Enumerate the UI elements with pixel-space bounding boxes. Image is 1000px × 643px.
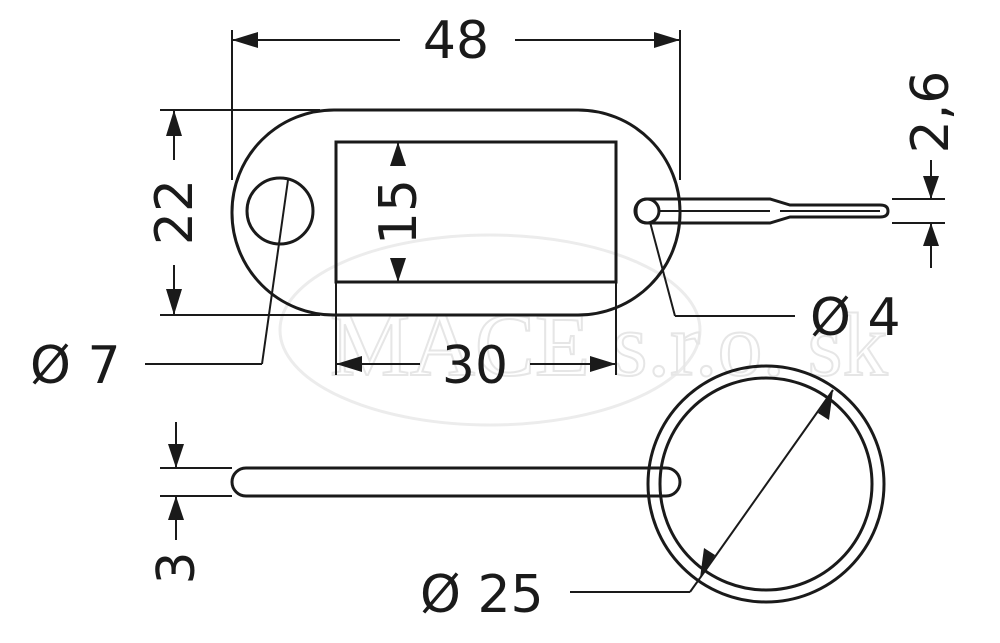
- arrow-head: [168, 444, 184, 468]
- tag-hole: [245, 176, 315, 246]
- arrow-head: [590, 356, 616, 372]
- ring-outer: [646, 364, 886, 604]
- key-tag: [230, 108, 682, 317]
- dim-label-d7: Ø 7: [30, 336, 121, 396]
- arrow-head: [166, 110, 182, 136]
- arrow-head: [166, 289, 182, 315]
- dim-window-width: 30: [335, 282, 617, 396]
- dim-window-height: 15: [369, 142, 429, 282]
- tag-outline: [230, 108, 682, 317]
- watermark: MACE s.r.o. sk: [278, 233, 889, 427]
- diameter-line: [699, 389, 834, 579]
- dim-label-15: 15: [369, 179, 429, 245]
- arrow-head: [818, 390, 833, 420]
- arrow-head: [923, 223, 939, 246]
- leader-line: [689, 577, 701, 593]
- arrow-head: [168, 496, 184, 520]
- dim-tag-height: 22: [145, 109, 320, 316]
- dim-ring-diameter: Ø 25: [420, 389, 834, 625]
- ring-inner: [658, 376, 874, 592]
- tag-window: [334, 140, 618, 284]
- dim-label-2-6: 2,6: [901, 71, 961, 154]
- dim-label-d4: Ø 4: [810, 288, 901, 348]
- arrow-head: [232, 32, 258, 48]
- arrow-head: [390, 142, 406, 166]
- clip-body: [634, 197, 890, 225]
- watermark-text: MACE s.r.o. sk: [330, 296, 888, 395]
- leader-line: [649, 221, 676, 317]
- leader-line: [261, 179, 289, 365]
- dim-label-30: 30: [442, 336, 508, 396]
- arrow-head: [336, 356, 362, 372]
- dim-ring-wire-thickness: 3: [147, 422, 232, 585]
- dim-label-3: 3: [147, 551, 207, 584]
- dim-label-d25: Ø 25: [420, 565, 544, 625]
- dim-overall-length: 48: [231, 11, 681, 180]
- dim-clip-thickness: 2,6: [892, 71, 961, 268]
- dim-label-22: 22: [145, 179, 205, 245]
- arrow-head: [390, 258, 406, 282]
- arrow-head: [700, 548, 715, 578]
- arrow-head: [654, 32, 680, 48]
- dim-pin-hole-diameter: Ø 4: [649, 221, 901, 348]
- ring-rod: [230, 466, 682, 498]
- dim-label-48: 48: [423, 11, 489, 71]
- arrow-head: [923, 176, 939, 199]
- key-ring: [230, 364, 886, 604]
- clip: [634, 197, 890, 225]
- dim-hole-diameter: Ø 7: [30, 179, 289, 396]
